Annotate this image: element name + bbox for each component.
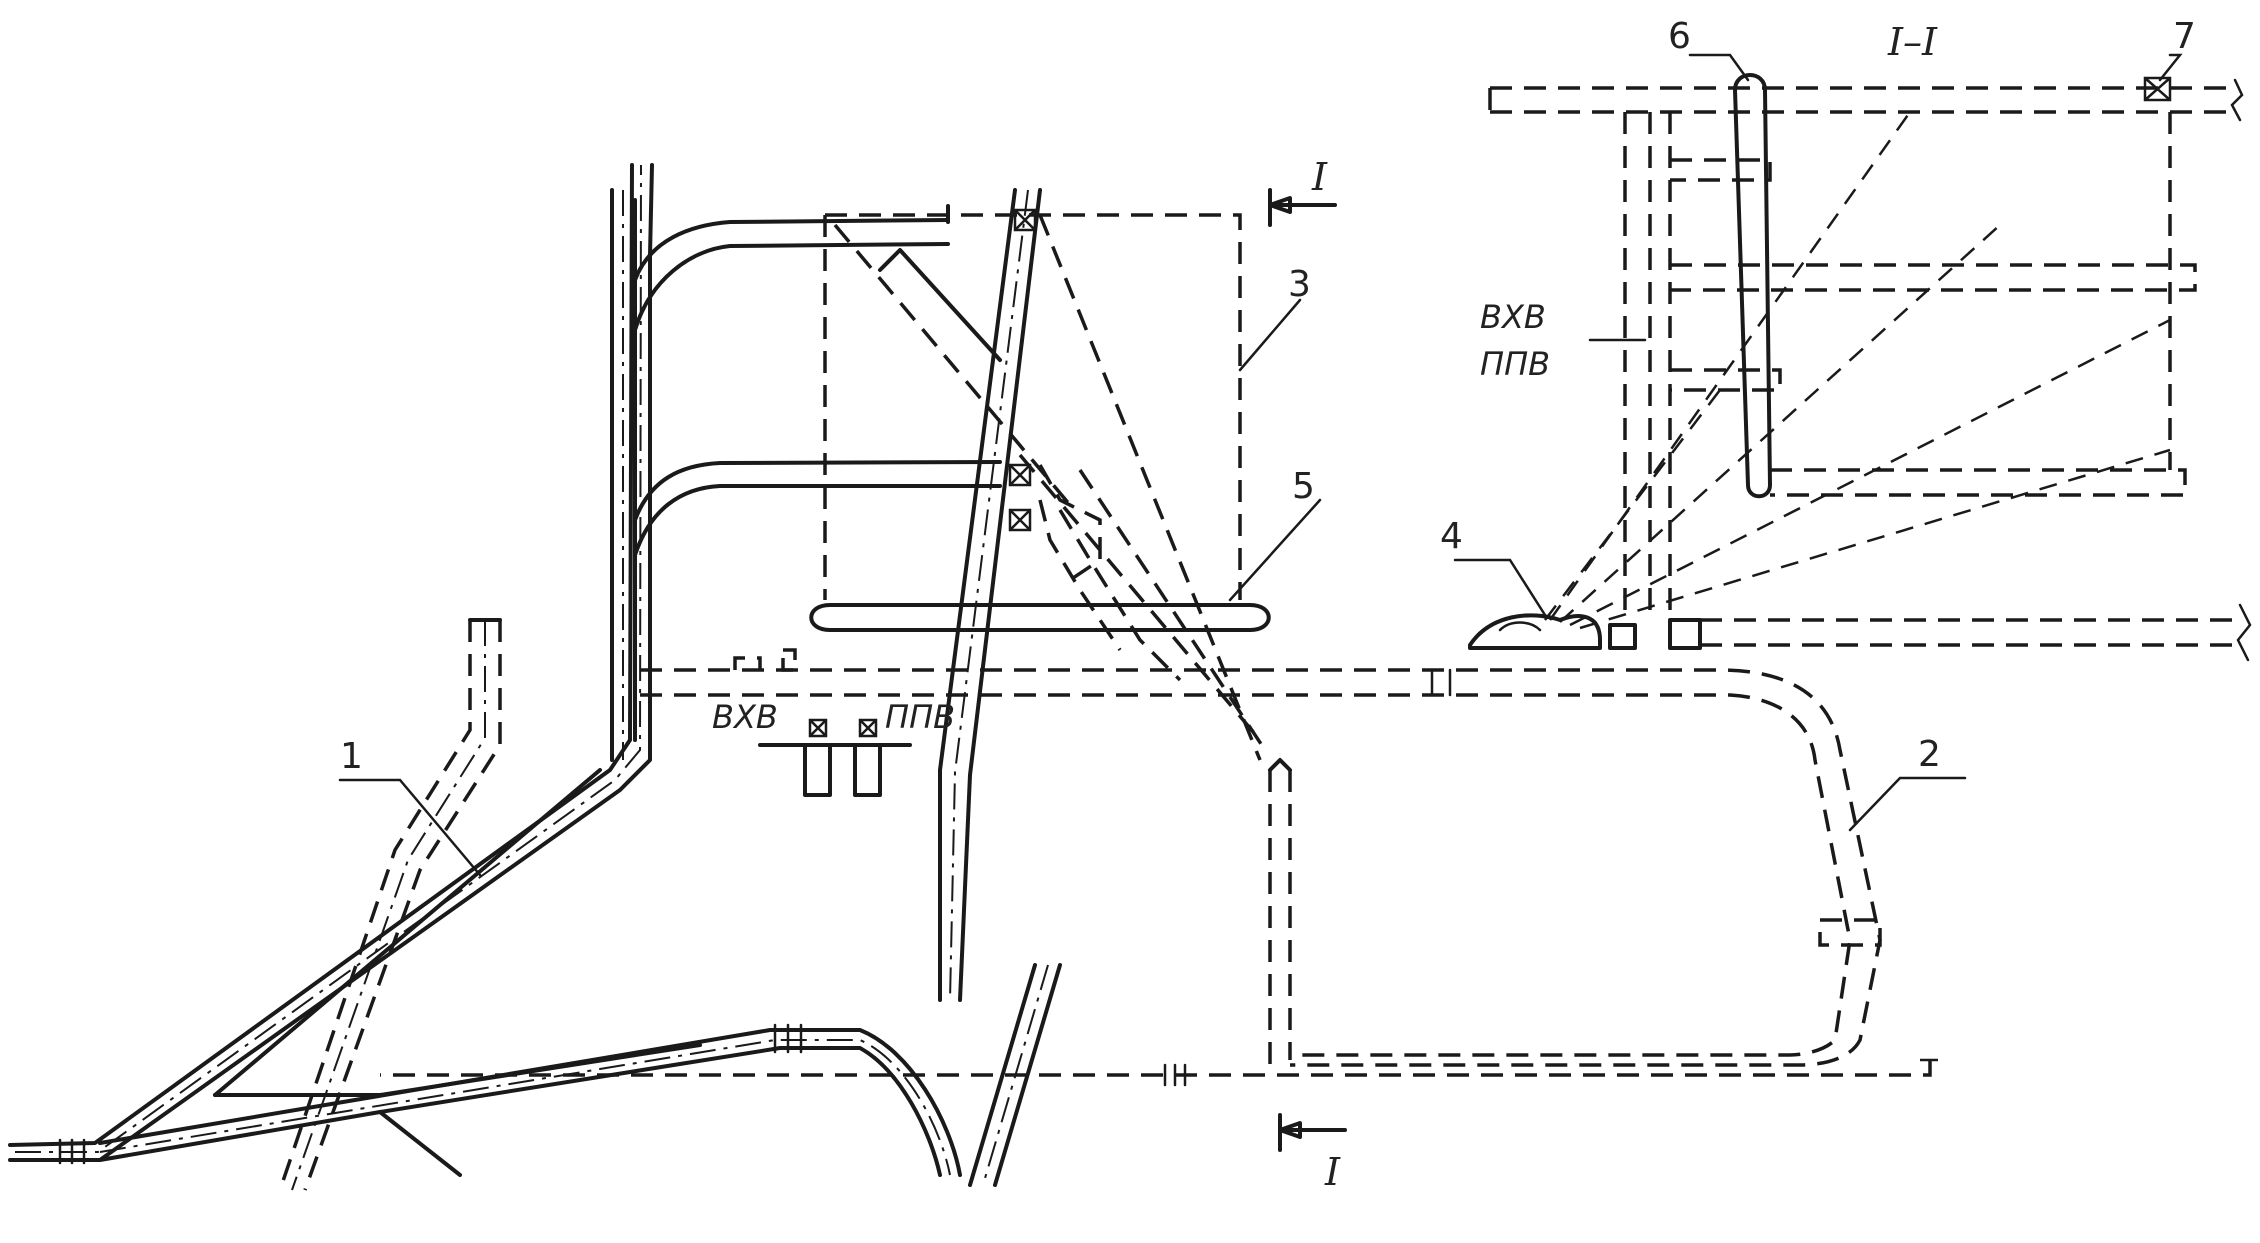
section-mark-bottom-label: I [1324,1150,1341,1194]
ore-pass-6 [1733,73,1772,499]
dashed-incline-left [278,618,502,1191]
callout-7: 7 [2173,16,2196,57]
ore-chute-5 [1008,453,1267,751]
middle-drift [1268,758,1292,1075]
section-title: I–I [1887,20,1938,64]
callout-labels: 1 2 3 4 5 6 7 [340,16,2196,777]
section-mark-bottom [1278,1113,1347,1152]
drift-1 [8,163,654,1165]
callout-1: 1 [340,736,363,777]
callout-5: 5 [1292,466,1315,507]
blast-rays [1544,111,2171,630]
main-haulage [98,768,962,1177]
chamber-structures [733,648,1452,1087]
section-mark-top [1268,188,1337,227]
plan-vkhv-tag: ВХВ [712,698,778,736]
callout-3: 3 [1288,264,1311,305]
plan-ppv-tag: ППВ [885,698,955,736]
right-incline [878,188,1042,1002]
ore-pile-4 [1468,603,2252,662]
section-ppv-tag: ППВ [1480,345,1550,383]
section-vkhv-tag: ВХВ [1480,298,1546,336]
callout-4: 4 [1440,516,1463,557]
callout-2: 2 [1918,734,1941,775]
section-sublevels [1670,112,2197,497]
haulage-loop-2 [380,668,1940,1077]
shaft-drift [610,188,1002,762]
level-tags: ВХВ ППВ ВХВ ППВ [712,298,1550,736]
section-top-gallery [1488,78,2244,122]
section-raise [1623,112,1672,615]
callout-6: 6 [1668,16,1691,57]
section-labels: I–I I I [1311,20,1938,1194]
leader-lines [338,53,2183,877]
section-mark-top-label: I [1311,155,1328,199]
